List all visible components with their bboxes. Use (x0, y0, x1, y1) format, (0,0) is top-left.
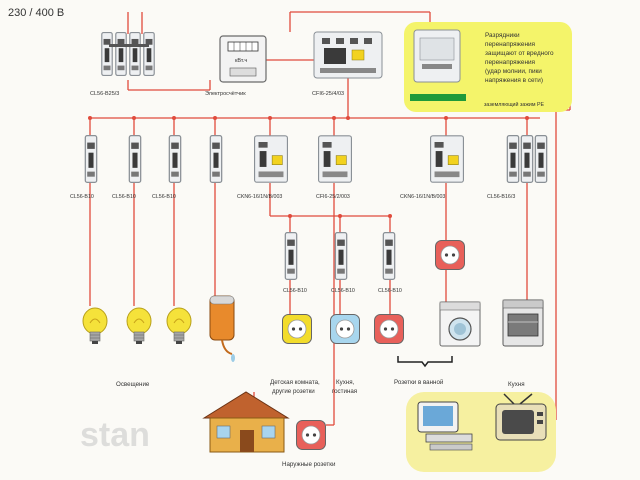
branch-breaker-3p-c (534, 135, 548, 183)
branch-rcd-2 (318, 135, 352, 183)
branch-label-5: CFI6-25/2/003 (316, 194, 350, 200)
water-heater-icon (209, 295, 235, 362)
ground-bar (410, 94, 466, 101)
branch-label-2: CL56-B10 (112, 194, 136, 200)
socket-icon (330, 314, 360, 344)
branch-label-6: CKN6-16/1N/B/003 (400, 194, 445, 200)
watermark: stan (80, 416, 150, 454)
electric-meter (219, 35, 267, 83)
branch-rcd-1 (254, 135, 288, 183)
main-rcd-label: CFI6-25/4/03 (312, 91, 344, 97)
sub-breakers (284, 232, 396, 280)
computer-icon (417, 401, 473, 451)
main-rcd (313, 31, 383, 79)
supply-voltage-label: 230 / 400 В (8, 7, 64, 19)
wire-junction (346, 116, 350, 120)
branch-label-4: CKN6-16/1N/B/003 (237, 194, 282, 200)
main-breaker (101, 32, 155, 76)
lighting-label: Освещение (116, 381, 150, 388)
branch-label-7: CL56-B16/3 (487, 194, 515, 200)
sub-breaker-2 (334, 232, 348, 280)
branch-rcd-3 (430, 135, 464, 183)
branch-label-3: CL56-B10 (152, 194, 176, 200)
sub-label-3: CL56-B10 (378, 288, 402, 294)
bathroom-label: Розетки в ванной (394, 379, 444, 386)
lamp-icon (126, 307, 152, 345)
sub-breaker-1 (284, 232, 298, 280)
wire-junction (444, 116, 448, 120)
kitchen-label: Кухня (508, 381, 525, 388)
branch-breaker-3p-a (506, 135, 520, 183)
lamp-icon (82, 307, 108, 345)
sub-breaker-3 (382, 232, 396, 280)
tv-icon (495, 393, 547, 441)
sub-label-1: CL56-B10 (283, 288, 307, 294)
kitchen-living-label: Кухня, гостиная (332, 379, 357, 395)
wire-junction (213, 116, 217, 120)
house-icon (202, 391, 290, 453)
wire-junction (88, 116, 92, 120)
branch-breaker-4 (209, 135, 223, 183)
kids-room-label: Детская комната, другие розетки (270, 379, 322, 395)
stove-icon (502, 299, 544, 347)
wire-junction (288, 214, 292, 218)
wire-junction (132, 116, 136, 120)
socket-icon (374, 314, 404, 344)
branch-label-1: CL56-B10 (70, 194, 94, 200)
meter-label: Электросчётчик (205, 91, 246, 97)
main-breaker-label: CL56-B25/3 (90, 91, 119, 97)
sub-label-2: CL56-B10 (331, 288, 355, 294)
socket-icon (435, 240, 465, 270)
washing-machine-icon (439, 301, 481, 347)
wire-junction (172, 116, 176, 120)
branch-breaker-1 (84, 135, 98, 183)
surge-note-text: Разрядники перенапряжения защищают от вр… (485, 32, 555, 84)
wire-junction (268, 116, 272, 120)
wire-junction (525, 116, 529, 120)
lamp-icon (166, 307, 192, 345)
meter-display-label: кВт.ч (235, 58, 247, 64)
wire-junction (332, 116, 336, 120)
branch-breaker-3p-b (520, 135, 534, 183)
outdoor-label: Наружные розетки (282, 461, 336, 468)
socket-icon (296, 420, 326, 450)
wire-junction (388, 214, 392, 218)
ground-label: заземляющий зажим PE (484, 101, 544, 108)
socket-icon (282, 314, 312, 344)
bathroom-bracket (397, 356, 453, 368)
branch-breaker-2 (128, 135, 142, 183)
branch-breakers (84, 135, 548, 183)
surge-arrester (413, 29, 461, 83)
branch-breaker-3 (168, 135, 182, 183)
wire-junction (338, 214, 342, 218)
